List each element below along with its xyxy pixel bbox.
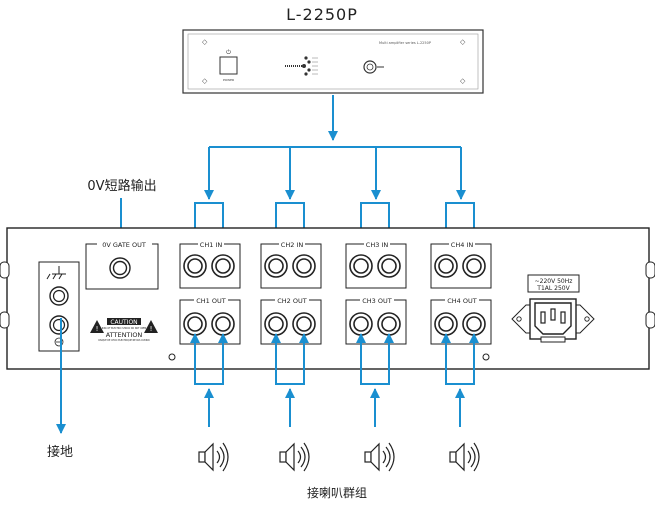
warning-label: ! CAUTION RISK OF ELECTRIC SHOCK DO NOT …	[90, 318, 158, 342]
svg-text:◇: ◇	[460, 38, 466, 46]
device-title: L-2250P	[286, 5, 358, 24]
ch3-in-jack-b[interactable]	[377, 254, 401, 278]
speaker-icon-2	[279, 442, 310, 472]
ch1-in-jack-a[interactable]	[183, 254, 207, 278]
ch3-in-jack-a[interactable]	[349, 254, 373, 278]
power-inlet: ~220V 50Hz T1AL 250V	[511, 274, 595, 343]
ch4-out-label: CH4 OUT	[447, 297, 477, 305]
ch4-out-jack-b[interactable]	[462, 312, 486, 336]
volume-knob[interactable]	[363, 60, 384, 74]
ch3-in-block: CH3 IN	[345, 239, 407, 289]
svg-text:!: !	[96, 325, 99, 333]
ch3-in-label: CH3 IN	[366, 241, 389, 249]
ground-terminal-2[interactable]	[49, 315, 69, 335]
attention-title: ATTENTION	[106, 331, 143, 339]
warning-triangle-icon: !	[90, 320, 104, 333]
svg-text:◇: ◇	[202, 38, 208, 46]
front-brand-text: Multi amplifier series L-2250P	[379, 41, 431, 45]
ch2-in-jack-a[interactable]	[264, 254, 288, 278]
ch1-out-jack-a[interactable]	[183, 312, 207, 336]
caution-title: CAUTION	[110, 319, 137, 326]
speaker-group-label: 接喇叭群组	[307, 485, 367, 500]
ch1-in-jack-b[interactable]	[211, 254, 235, 278]
svg-text:!: !	[150, 325, 153, 333]
iec-power-socket-icon[interactable]	[511, 298, 595, 343]
power-spec-line1: ~220V 50Hz	[535, 278, 573, 285]
ch3-out-label: CH3 OUT	[362, 297, 392, 305]
ground-terminal-1[interactable]	[49, 286, 69, 306]
input-brackets	[194, 202, 475, 250]
gate-out-label: 0V GATE OUT	[102, 241, 146, 249]
front-screw-icons: ◇ ◇ ◇ ◇	[202, 38, 466, 85]
ch1-out-label: CH1 OUT	[196, 297, 226, 305]
ground-label: 接地	[47, 444, 73, 460]
attention-sub: RISQUE DE CHOC ELECTRIQUE NE PAS OUVRIR	[98, 339, 150, 342]
speaker-icon-3	[364, 442, 395, 472]
ch4-in-block: CH4 IN	[430, 239, 492, 289]
caution-sub: RISK OF ELECTRIC SHOCK DO NOT OPEN	[102, 327, 147, 330]
ch2-in-jack-b[interactable]	[292, 254, 316, 278]
gate-out-block: 0V GATE OUT	[85, 239, 159, 290]
ch1-in-label: CH1 IN	[200, 241, 223, 249]
signal-distribution-arrows	[204, 95, 466, 200]
warning-triangle-icon-2: !	[144, 320, 158, 333]
ch4-out-block: CH4 OUT	[430, 295, 492, 345]
ch2-out-jack-a[interactable]	[264, 312, 288, 336]
ch2-in-block: CH2 IN	[260, 239, 322, 289]
level-meter-icon	[285, 56, 318, 76]
power-spec-line2: T1AL 250V	[536, 285, 570, 292]
ch3-out-jack-b[interactable]	[377, 312, 401, 336]
gate-out-jack[interactable]	[109, 257, 131, 279]
speaker-return-arrows	[190, 333, 479, 427]
ch2-out-jack-b[interactable]	[292, 312, 316, 336]
power-label: POWER	[223, 78, 234, 82]
ch2-out-label: CH2 OUT	[277, 297, 307, 305]
ch4-in-label: CH4 IN	[451, 241, 474, 249]
ch1-out-jack-b[interactable]	[211, 312, 235, 336]
ch3-out-jack-a[interactable]	[349, 312, 373, 336]
power-icon: ⏻	[226, 49, 231, 56]
ch2-in-label: CH2 IN	[281, 241, 304, 249]
speaker-icon-4	[449, 442, 480, 472]
ch3-out-block: CH3 OUT	[345, 295, 407, 345]
ground-symbol-icon	[46, 266, 66, 280]
ch4-in-jack-a[interactable]	[434, 254, 458, 278]
ch1-out-block: CH1 OUT	[179, 295, 241, 345]
ch1-in-block: CH1 IN	[179, 239, 241, 289]
ch4-in-jack-b[interactable]	[462, 254, 486, 278]
ch2-out-block: CH2 OUT	[260, 295, 322, 345]
ch4-out-jack-a[interactable]	[434, 312, 458, 336]
ground-block	[38, 261, 80, 352]
speaker-icon-1	[198, 442, 229, 472]
svg-text:◇: ◇	[460, 77, 466, 85]
power-switch[interactable]	[219, 56, 238, 75]
short-output-label: 0V短路输出	[87, 178, 156, 194]
svg-text:◇: ◇	[202, 77, 208, 85]
front-panel: ◇ ◇ ◇ ◇ ⏻ POWER Multi amplifier series L…	[182, 29, 484, 94]
